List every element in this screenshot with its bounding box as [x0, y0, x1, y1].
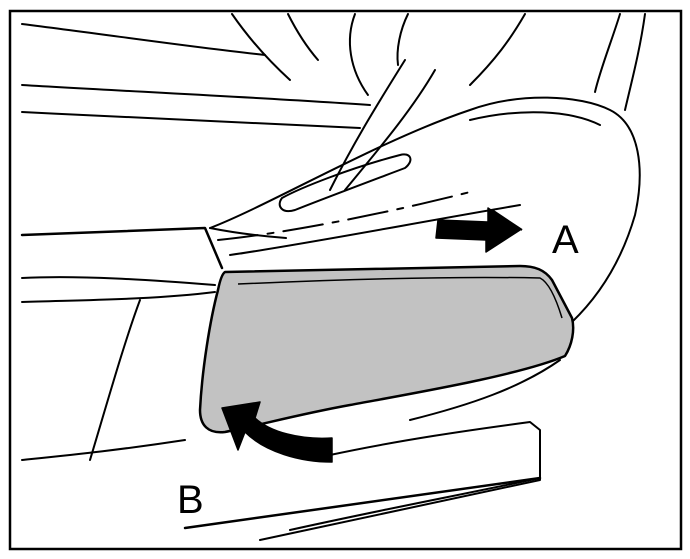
seat-contour-line [21, 84, 371, 106]
lid-release-slot [278, 153, 412, 212]
console-contour [89, 299, 141, 461]
seat-contour-line [287, 13, 319, 61]
background-seat-lines [20, 13, 646, 541]
seat-contour-line [21, 111, 361, 129]
seat-contour-line [348, 13, 369, 96]
console-contour [21, 276, 216, 286]
armrest-base-edge [183, 476, 542, 530]
seat-contour-line [231, 13, 291, 81]
console-contour [21, 291, 216, 303]
console-contour [21, 439, 186, 461]
side-cover-bevel [237, 276, 563, 319]
console-left-edge [20, 226, 224, 270]
belt-strap-line [344, 69, 436, 191]
armrest-lid-seam [217, 191, 471, 241]
armrest-lid-seam [229, 204, 521, 256]
armrest-side-cover [198, 264, 575, 434]
label-a: A [552, 218, 579, 262]
seat-contour-line [21, 23, 266, 56]
armrest-lower-body [409, 359, 561, 421]
seat-back-edge [469, 13, 526, 86]
armrest-base [289, 477, 541, 531]
seat-contour-line [396, 13, 409, 66]
slide-arrow-icon [435, 207, 521, 253]
armrest-base [259, 421, 541, 541]
label-b: B [177, 478, 204, 522]
armrest-lid-outline [209, 227, 287, 239]
seat-back-edge [624, 13, 646, 111]
seat-back-edge [594, 13, 621, 93]
slide-arrow-outline [491, 209, 523, 231]
armrest-lid-seam [469, 111, 601, 126]
rotate-arrow-icon [221, 401, 333, 463]
armrest-lid-outline [209, 96, 641, 323]
